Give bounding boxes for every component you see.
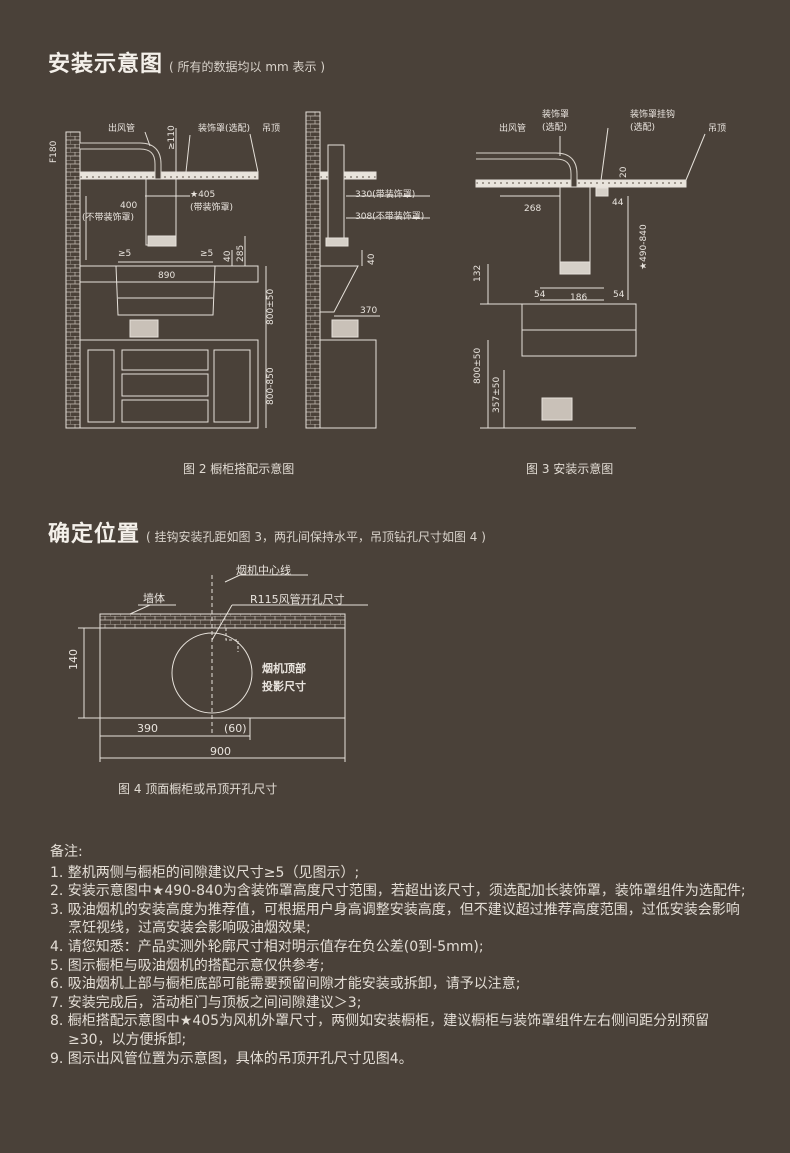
notes-section: 备注: 1. 整机两侧与橱柜的间隙建议尺寸≥5（见图示）; 2. 安装示意图中★… xyxy=(50,843,750,1068)
fig2-308-label: 308(不带装饰罩) xyxy=(355,210,424,222)
fig3-132-label: 132 xyxy=(473,265,483,282)
section-title-text: 安装示意图 xyxy=(48,52,164,77)
fig2-800-850-label: 800-850 xyxy=(266,367,276,405)
fig3-caption: 图 3 安装示意图 xyxy=(526,462,614,476)
fig2-370-label: 370 xyxy=(360,306,377,316)
note-item: 4. 请您知悉：产品实测外轮廓尺寸相对明示值存在负公差(0到-5mm); xyxy=(50,938,484,955)
section-subtitle: ( 挂钩安装孔距如图 3，两孔间保持水平，吊顶钻孔尺寸如图 4 ) xyxy=(146,530,486,544)
fig3-ceiling-label: 吊顶 xyxy=(708,123,726,134)
fig2-without-cover-label: (不带装饰罩) xyxy=(82,211,134,223)
fig3-44-label: 44 xyxy=(612,198,624,208)
fig2-ceiling-label: 吊顶 xyxy=(262,123,280,134)
fig3-186-label: 186 xyxy=(570,293,587,303)
install-diagram: 出风管 ≥110 装饰罩(选配) 吊顶 F180 ★405 (带装饰罩) 400… xyxy=(49,108,726,429)
fig3-357-label: 357±50 xyxy=(492,377,502,413)
fig3-54-left: 54 xyxy=(534,290,546,300)
note-item: 5. 图示橱柜与吸油烟机的搭配示意仅供参考; xyxy=(50,957,325,974)
fig4-proj1-label: 烟机顶部 xyxy=(262,661,306,675)
fig2-front-view xyxy=(65,128,267,429)
note-item: 2. 安装示意图中★490-840为含装饰罩高度尺寸范围，若超出该尺寸，须选配加… xyxy=(50,883,746,900)
fig3-800-label: 800±50 xyxy=(473,348,483,384)
fig2-ge5-left: ≥5 xyxy=(118,249,131,259)
note-item: 1. 整机两侧与橱柜的间隙建议尺寸≥5（见图示）; xyxy=(50,864,360,881)
note-item: 6. 吸油烟机上部与橱柜底部可能需要预留间隙才能安装或拆卸，请予以注意; xyxy=(50,976,521,993)
fig4-diagram: 烟机中心线 墙体 R115风管开孔尺寸 140 烟机顶部 投影尺寸 390 (6… xyxy=(67,563,368,762)
note-item: 8. 橱柜搭配示意图中★405为风机外罩尺寸，两侧如安装橱柜，建议橱柜与装饰罩组… xyxy=(50,1013,710,1048)
fig2-ge5-right: ≥5 xyxy=(200,249,213,259)
fig2-with-cover-label: (带装饰罩) xyxy=(190,201,233,213)
note-item: 9. 图示出风管位置为示意图，具体的吊顶开孔尺寸见图4。 xyxy=(50,1050,413,1067)
fig3-cover-opt-label: (选配) xyxy=(542,121,567,133)
fig3-20-label: 20 xyxy=(619,166,629,178)
section-title-position: 确定位置 ( 挂钩安装孔距如图 3，两孔间保持水平，吊顶钻孔尺寸如图 4 ) xyxy=(48,516,486,548)
fig2-285-label: 285 xyxy=(236,245,246,262)
fig2-cover-label: 装饰罩(选配) xyxy=(198,122,250,134)
fig2-800-label: 800±50 xyxy=(266,289,276,325)
note-item: 7. 安装完成后，活动柜门与顶板之间间隙建议＞3; xyxy=(50,994,362,1011)
fig2-400-label: 400 xyxy=(120,201,137,211)
fig2-side-view xyxy=(305,111,430,429)
fig4-wall-label: 墙体 xyxy=(143,591,165,605)
fig4-r115-label: R115风管开孔尺寸 xyxy=(250,592,345,606)
fig4-center-label: 烟机中心线 xyxy=(236,563,291,577)
note-item: 3. 吸油烟机的安装高度为推荐值，可根据用户身高调整安装高度，但不建议超过推荐高… xyxy=(50,901,740,937)
fig4-proj2-label: 投影尺寸 xyxy=(262,679,306,693)
fig3-490-label: ★490-840 xyxy=(639,224,649,270)
fig2-405-label: ★405 xyxy=(190,190,215,200)
fig2-890-label: 890 xyxy=(158,271,175,281)
fig2-caption: 图 2 橱柜搭配示意图 xyxy=(183,462,295,476)
fig2-f180-label: F180 xyxy=(49,140,59,163)
fig2-outlet-label: 出风管 xyxy=(108,122,135,134)
fig3-54-right: 54 xyxy=(613,290,625,300)
fig2-40-label: 40 xyxy=(223,250,233,262)
notes-heading: 备注: xyxy=(50,844,83,860)
fig4-60-label: (60) xyxy=(224,722,247,735)
fig3-268-label: 268 xyxy=(524,204,541,214)
section-title-install: 安装示意图 ( 所有的数据均以 mm 表示 ) xyxy=(48,46,325,78)
fig3-view xyxy=(475,127,706,429)
fig2-330-label: 330(带装饰罩) xyxy=(355,188,415,200)
fig3-outlet-label: 出风管 xyxy=(499,122,526,134)
section-subtitle: ( 所有的数据均以 mm 表示 ) xyxy=(169,60,326,74)
fig2-40b-label: 40 xyxy=(367,253,377,265)
fig3-cover-label: 装饰罩 xyxy=(542,108,569,120)
fig4-390-label: 390 xyxy=(137,722,158,735)
fig2-ge110-label: ≥110 xyxy=(167,125,177,150)
fig3-hook-opt-label: (选配) xyxy=(630,121,655,133)
section-title-text: 确定位置 xyxy=(48,522,141,547)
fig4-140-label: 140 xyxy=(67,649,80,670)
fig4-900-label: 900 xyxy=(210,745,231,758)
fig4-caption: 图 4 顶面橱柜或吊顶开孔尺寸 xyxy=(118,782,278,796)
fig3-hook-label: 装饰罩挂钩 xyxy=(630,108,675,120)
